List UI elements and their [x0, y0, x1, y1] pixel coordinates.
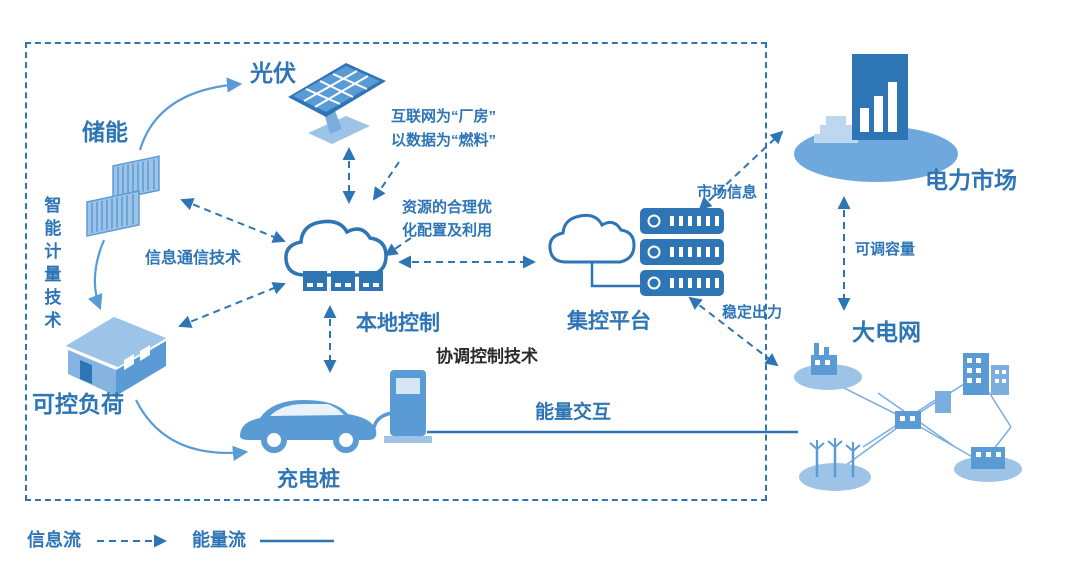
legend-info-flow-label: 信息流 [27, 530, 81, 550]
ict-note: 信息通信技术 [145, 250, 242, 267]
charging-pile-label: 充电桩 [277, 468, 340, 491]
central-platform-label: 集控平台 [567, 310, 651, 333]
stable-output-label: 稳定出力 [722, 304, 783, 321]
coordinated-control-note: 协调控制技术 [436, 347, 538, 366]
internet-note-line1: 互联网为“厂房” [391, 108, 497, 125]
resource-note: 资源的合理优 化配置及利用 [402, 199, 492, 240]
local-control-label: 本地控制 [356, 312, 440, 335]
resource-note-line1: 资源的合理优 [402, 199, 493, 216]
big-grid-label: 大电网 [852, 319, 921, 345]
server-boxes [303, 271, 383, 291]
legend-energy-flow-line [260, 539, 334, 543]
legend-info-flow-line [97, 534, 167, 548]
central-platform-icon [548, 208, 724, 296]
power-market-label: 电力市场 [925, 167, 1017, 193]
market-info-label: 市场信息 [697, 184, 758, 201]
internet-note: 互联网为“厂房” 以数据为“燃料” [391, 108, 496, 150]
charging-pile-icon [240, 370, 432, 453]
house-icon [62, 315, 170, 396]
server-rack [640, 208, 724, 296]
adjustable-capacity-label: 可调容量 [855, 241, 916, 258]
internet-note-line2: 以数据为“燃料” [391, 132, 497, 149]
pv-label: 光伏 [250, 60, 296, 86]
legend-energy-flow-label: 能量流 [192, 530, 246, 550]
storage-label: 储能 [82, 119, 128, 145]
resource-note-line2: 化配置及利用 [402, 222, 493, 239]
energy-interaction-label: 能量交互 [535, 402, 612, 423]
energy-storage-icon [86, 155, 160, 237]
power-grid-network-icon [794, 343, 1022, 491]
smart-metering-note: 智能计量技术 [41, 196, 61, 334]
power-market-icon [794, 54, 958, 182]
local-control-cloud-icon [284, 219, 388, 291]
controllable-load-label: 可控负荷 [32, 391, 124, 417]
solar-panel-icon [288, 63, 386, 144]
vpp-boundary-box [25, 42, 767, 501]
